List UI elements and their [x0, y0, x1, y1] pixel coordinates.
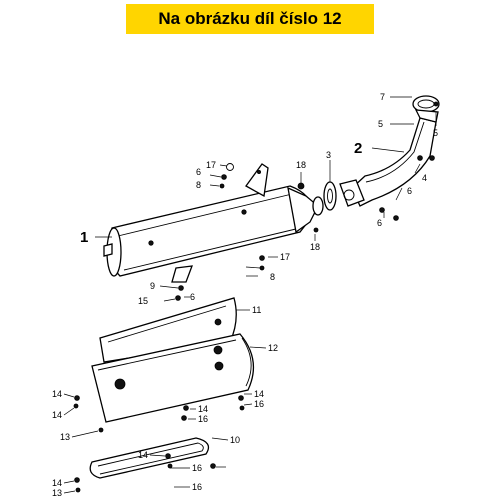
callout-16-d: 16: [192, 482, 202, 492]
callout-8-top: 8: [196, 180, 201, 190]
callout-14-c: 14: [198, 404, 208, 414]
callout-14-d: 14: [254, 389, 264, 399]
callout-18-bottom: 18: [310, 242, 320, 252]
callout-10: 10: [230, 435, 240, 445]
callout-14-b: 14: [52, 410, 62, 420]
callout-6-right: 6: [407, 186, 412, 196]
callout-9: 9: [150, 281, 155, 291]
callout-3: 3: [326, 150, 331, 160]
callout-16-a: 16: [198, 414, 208, 424]
gasket-ring: [323, 181, 337, 211]
callout-2: 2: [354, 140, 362, 157]
fasteners: [73, 101, 439, 493]
callout-1: 1: [80, 229, 88, 246]
callout-12: 12: [268, 343, 278, 353]
callout-13-upper: 13: [60, 432, 70, 442]
callout-15: 15: [138, 296, 148, 306]
callout-18-top: 18: [296, 160, 306, 170]
callout-14-e: 14: [52, 478, 62, 488]
callout-6-bottom: 6: [190, 292, 195, 302]
callout-17-bottom: 17: [280, 252, 290, 262]
callout-14-f: 14: [138, 450, 148, 460]
callout-7: 7: [380, 92, 385, 102]
callout-5-left: 5: [378, 119, 383, 129]
callout-5-right: 5: [433, 128, 438, 138]
muffler-body: [103, 163, 324, 283]
callout-4: 4: [422, 173, 427, 183]
callout-13-lower: 13: [52, 488, 62, 498]
callout-6-top: 6: [196, 167, 201, 177]
callout-16-b: 16: [254, 399, 264, 409]
callout-17-top: 17: [206, 160, 216, 170]
callout-11: 11: [252, 305, 261, 315]
callout-16-c: 16: [192, 463, 202, 473]
callout-numbers: 1 2 3 4 5 5 6 6 6 6 7 8 8 9 10 11 12 13 …: [52, 92, 438, 498]
callout-6-lower-right: 6: [377, 218, 382, 228]
part-number-banner: Na obrázku díl číslo 12: [126, 4, 374, 34]
leader-lines: [63, 96, 437, 494]
callout-14-a: 14: [52, 389, 62, 399]
banner-title: Na obrázku díl číslo 12: [158, 9, 342, 28]
clamp-band: [89, 437, 210, 479]
callout-8-bottom: 8: [270, 272, 275, 282]
heat-shield: [91, 333, 255, 423]
